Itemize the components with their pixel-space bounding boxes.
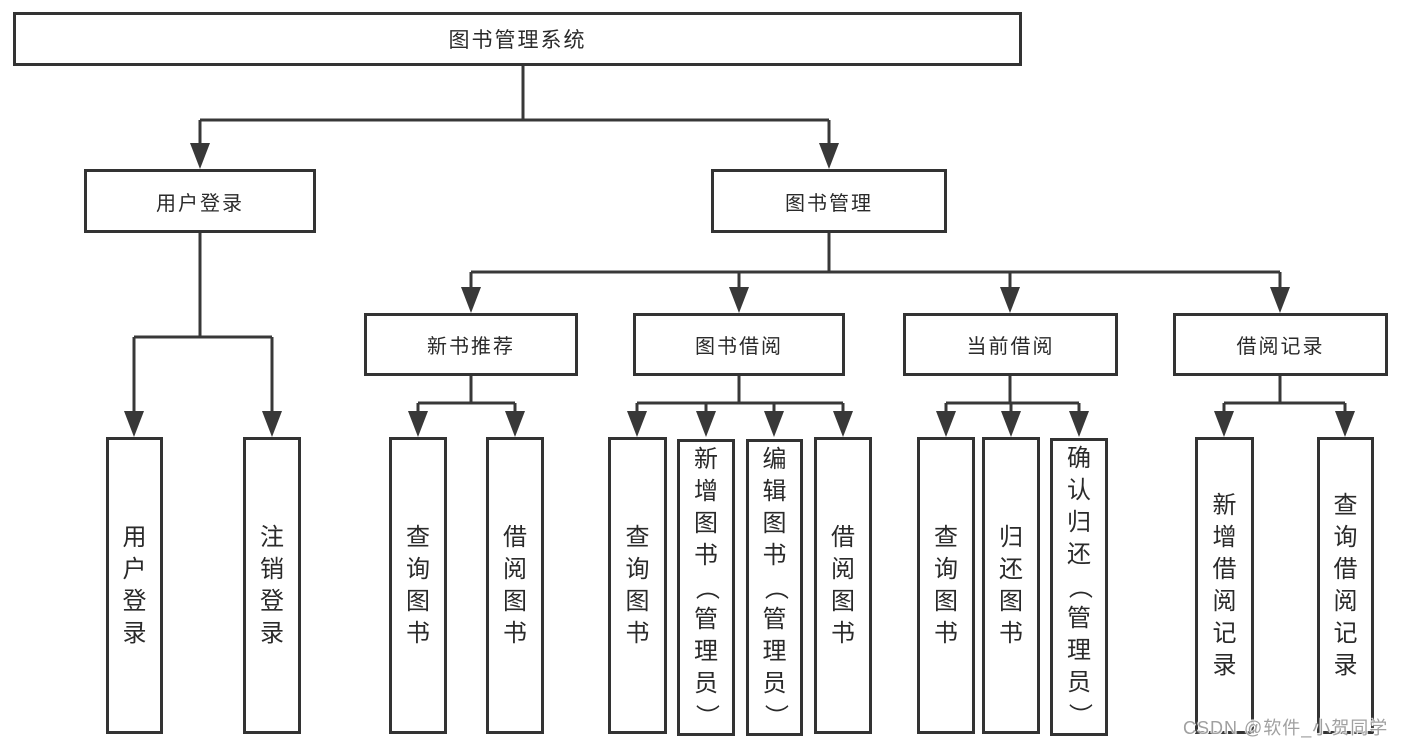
leaf-borrow-books-recommend: 借阅图书 [486, 437, 544, 734]
leaf-add-borrow-record: 新增借阅记录 [1195, 437, 1254, 734]
node-new-book-recommend-label: 新书推荐 [427, 336, 515, 358]
leaf-borrow-books-borrowing-label: 借阅图书 [831, 523, 855, 647]
leaf-user-login: 用户登录 [106, 437, 163, 734]
node-user-login: 用户登录 [84, 169, 316, 233]
node-book-management: 图书管理 [711, 169, 947, 233]
leaf-query-books-recommend-label: 查询图书 [406, 523, 430, 647]
leaf-user-login-label: 用户登录 [122, 523, 147, 647]
leaf-logout-label: 注销登录 [260, 523, 284, 647]
leaf-add-borrow-record-label: 新增借阅记录 [1212, 491, 1237, 679]
node-book-borrowing-label: 图书借阅 [695, 336, 783, 358]
leaf-edit-books-admin: 编辑图书（管理员） [746, 439, 803, 736]
leaf-query-borrow-record-label: 查询借阅记录 [1333, 491, 1358, 679]
node-borrowing-records-label: 借阅记录 [1236, 336, 1325, 358]
leaf-logout: 注销登录 [243, 437, 301, 734]
watermark-text: CSDN @软件_小贺同学 [1183, 718, 1389, 738]
node-book-borrowing: 图书借阅 [633, 313, 845, 376]
node-new-book-recommend: 新书推荐 [364, 313, 578, 376]
leaf-query-books-recommend: 查询图书 [389, 437, 447, 734]
node-root: 图书管理系统 [13, 12, 1022, 66]
node-current-borrowing-label: 当前借阅 [966, 336, 1055, 358]
leaf-confirm-return-admin-label: 确认归还（管理员） [1066, 445, 1093, 727]
leaf-query-books-borrowing: 查询图书 [608, 437, 667, 734]
leaf-query-books-current: 查询图书 [917, 437, 975, 734]
node-root-label: 图书管理系统 [448, 29, 587, 52]
leaf-query-books-borrowing-label: 查询图书 [625, 523, 650, 647]
leaf-edit-books-admin-label: 编辑图书（管理员） [761, 445, 789, 728]
leaf-query-borrow-record: 查询借阅记录 [1317, 437, 1374, 734]
node-borrowing-records: 借阅记录 [1173, 313, 1388, 376]
leaf-return-books: 归还图书 [982, 437, 1040, 734]
leaf-borrow-books-borrowing: 借阅图书 [814, 437, 872, 734]
leaf-add-books-admin-label: 新增图书（管理员） [693, 445, 720, 728]
node-user-login-label: 用户登录 [156, 192, 244, 215]
node-book-management-label: 图书管理 [785, 192, 873, 215]
leaf-add-books-admin: 新增图书（管理员） [677, 439, 735, 736]
leaf-confirm-return-admin: 确认归还（管理员） [1050, 438, 1108, 736]
leaf-query-books-current-label: 查询图书 [934, 523, 958, 647]
leaf-borrow-books-recommend-label: 借阅图书 [503, 523, 527, 647]
leaf-return-books-label: 归还图书 [999, 523, 1023, 647]
node-current-borrowing: 当前借阅 [903, 313, 1118, 376]
